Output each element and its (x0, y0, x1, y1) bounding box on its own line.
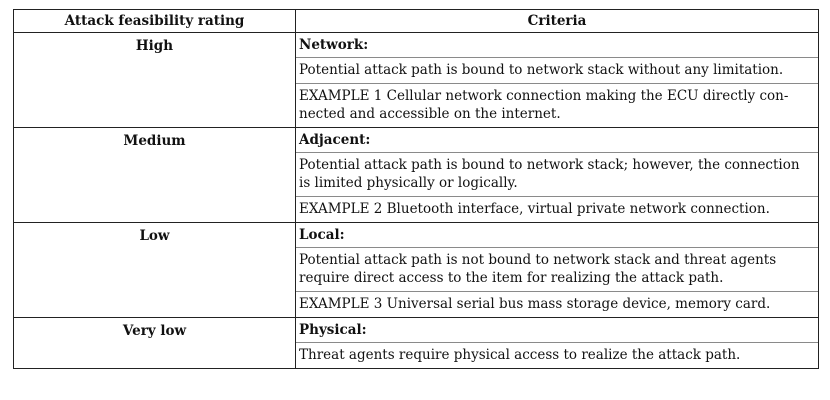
criteria-example: EXAMPLE 2 Bluetooth interface, virtual p… (296, 196, 818, 222)
criteria-description: Potential attack path is bound to networ… (296, 152, 818, 196)
rating-cell: Low (13, 222, 296, 318)
rating-cell: High (13, 32, 296, 128)
criteria-title: Local: (299, 227, 345, 243)
criteria-cell: Network: Potential attack path is bound … (295, 32, 819, 128)
table-body: High Network: Potential attack path is b… (13, 32, 819, 369)
header-row: Attack feasibility rating Criteria (13, 9, 819, 33)
criteria-description: Potential attack path is not bound to ne… (296, 247, 818, 291)
criteria-title: Network: (299, 37, 369, 53)
table-header: Attack feasibility rating Criteria (13, 9, 819, 33)
criteria-description: Potential attack path is bound to networ… (296, 57, 818, 83)
criteria-title: Adjacent: (299, 132, 371, 148)
criteria-cell: Adjacent: Potential attack path is bound… (295, 127, 819, 223)
table-row: Very low Physical: Threat agents require… (13, 317, 819, 369)
table-row: High Network: Potential attack path is b… (13, 32, 819, 128)
attack-feasibility-table: Attack feasibility rating Criteria High … (13, 9, 819, 369)
table-row: Low Local: Potential attack path is not … (13, 222, 819, 318)
criteria-example: EXAMPLE 1 Cellular network connection ma… (296, 83, 818, 127)
header-rating: Attack feasibility rating (13, 9, 296, 33)
criteria-description: Threat agents require physical access to… (296, 342, 818, 368)
criteria-cell: Local: Potential attack path is not boun… (295, 222, 819, 318)
table-row: Medium Adjacent: Potential attack path i… (13, 127, 819, 223)
criteria-title: Physical: (299, 322, 367, 338)
rating-cell: Medium (13, 127, 296, 223)
header-criteria: Criteria (295, 9, 819, 33)
criteria-example: EXAMPLE 3 Universal serial bus mass stor… (296, 291, 818, 317)
criteria-cell: Physical: Threat agents require physical… (295, 317, 819, 369)
rating-cell: Very low (13, 317, 296, 369)
